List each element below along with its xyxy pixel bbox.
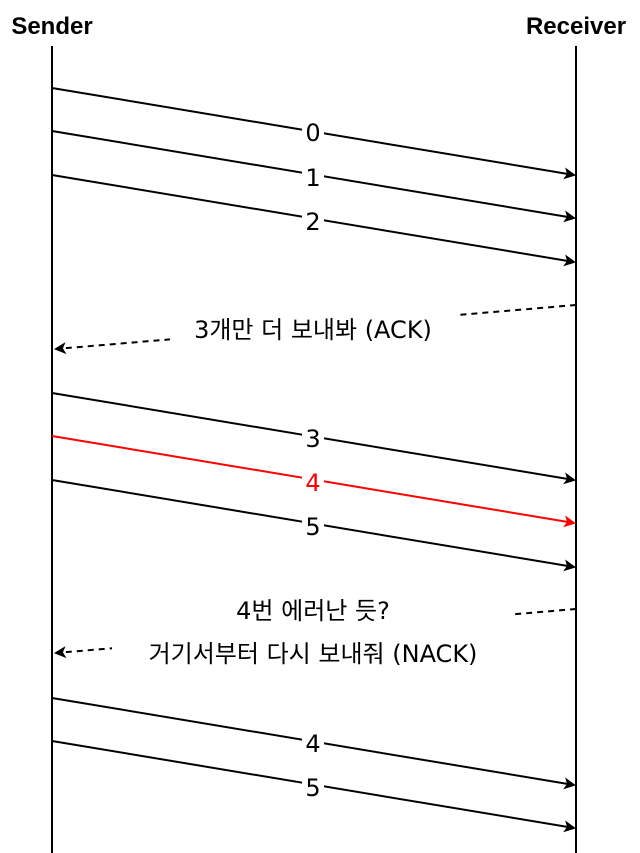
message-4-retry-label: 4 [305,730,320,758]
message-2: 2 [51,174,576,267]
message-1-label: 1 [305,164,320,192]
message-5-label: 5 [305,513,320,541]
nack-message: 4번 에러난 듯? 거기서부터 다시 보내줘 (NACK) [54,594,577,672]
ack-label: 3개만 더 보내봐 (ACK) [194,316,432,344]
sender-title: Sender [11,13,92,40]
message-2-label: 2 [305,208,320,236]
message-3-label: 3 [305,425,320,453]
message-5-retry: 5 [51,740,576,833]
message-0: 0 [51,87,576,180]
nack-label-line2: 거기서부터 다시 보내줘 (NACK) [149,640,478,668]
message-3: 3 [51,392,576,485]
message-4-error: 4 [51,435,576,528]
message-4-retry: 4 [51,697,576,790]
nack-label-line1: 4번 에러난 듯? [236,597,390,625]
ack-arrow [54,304,577,355]
message-5: 5 [51,479,576,572]
receiver-title: Receiver [526,13,626,40]
message-1: 1 [51,130,576,223]
ack-message: 3개만 더 보내봐 (ACK) [54,304,577,355]
message-5-retry-label: 5 [305,774,320,802]
message-4-label: 4 [305,469,320,497]
message-0-label: 0 [305,119,320,147]
